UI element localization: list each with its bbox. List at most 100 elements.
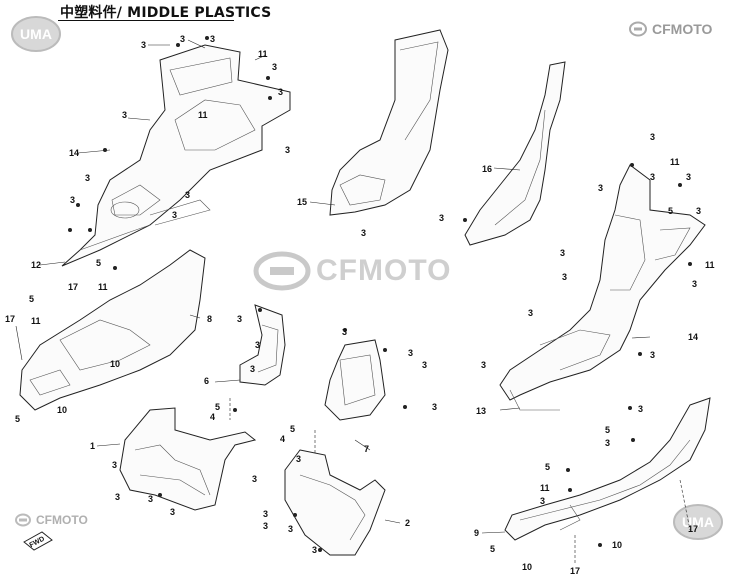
callout-14: 14 bbox=[69, 148, 79, 158]
callout-5: 5 bbox=[545, 462, 550, 472]
callout-3: 3 bbox=[148, 494, 153, 504]
callout-3: 3 bbox=[422, 360, 427, 370]
callout-3: 3 bbox=[172, 210, 177, 220]
callout-7: 7 bbox=[364, 444, 369, 454]
callout-5: 5 bbox=[215, 402, 220, 412]
callout-3: 3 bbox=[361, 228, 366, 238]
callout-3: 3 bbox=[70, 195, 75, 205]
uma-badge-top-text: UMA bbox=[20, 26, 52, 42]
part-13-side-panel bbox=[499, 164, 706, 411]
callout-4: 4 bbox=[210, 412, 215, 422]
callout-3: 3 bbox=[481, 360, 486, 370]
callout-11: 11 bbox=[670, 157, 680, 167]
callout-3: 3 bbox=[432, 402, 437, 412]
callout-3: 3 bbox=[185, 190, 190, 200]
callout-3: 3 bbox=[638, 404, 643, 414]
part-6-bracket bbox=[239, 304, 286, 386]
cfmoto-watermark: CFMOTO bbox=[316, 254, 452, 287]
callout-3: 3 bbox=[686, 172, 691, 182]
callout-3: 3 bbox=[692, 279, 697, 289]
callout-14: 14 bbox=[688, 332, 698, 342]
callout-3: 3 bbox=[528, 308, 533, 318]
cfmoto-watermark-icon bbox=[253, 251, 311, 291]
callout-3: 3 bbox=[312, 545, 317, 555]
callout-3: 3 bbox=[342, 327, 347, 337]
callout-11: 11 bbox=[198, 110, 208, 120]
callout-11: 11 bbox=[540, 483, 550, 493]
callout-16: 16 bbox=[482, 164, 492, 174]
callout-17: 17 bbox=[5, 314, 15, 324]
callout-17: 17 bbox=[570, 566, 580, 576]
callout-6: 6 bbox=[204, 376, 209, 386]
part-16-panel bbox=[464, 61, 566, 246]
callout-11: 11 bbox=[31, 316, 41, 326]
cfmoto-logo-bottom: CFMOTO bbox=[36, 513, 88, 527]
part-2-floor-panel bbox=[284, 449, 386, 556]
cfmoto-logo-top: CFMOTO bbox=[652, 21, 713, 37]
callout-3: 3 bbox=[85, 173, 90, 183]
cfmoto-ring-icon bbox=[629, 21, 647, 37]
callout-3: 3 bbox=[408, 348, 413, 358]
part-15-shroud bbox=[329, 29, 449, 216]
callout-3: 3 bbox=[272, 62, 277, 72]
uma-badge-top: UMA bbox=[11, 16, 61, 52]
callout-3: 3 bbox=[263, 509, 268, 519]
fastener-dots bbox=[68, 36, 692, 552]
callout-3: 3 bbox=[250, 364, 255, 374]
callout-8: 8 bbox=[207, 314, 212, 324]
callout-3: 3 bbox=[650, 350, 655, 360]
callout-3: 3 bbox=[112, 460, 117, 470]
callout-4: 4 bbox=[280, 434, 285, 444]
callout-3: 3 bbox=[650, 132, 655, 142]
callout-3: 3 bbox=[278, 87, 283, 97]
part-center-frame-cover bbox=[61, 44, 291, 267]
callout-3: 3 bbox=[288, 524, 293, 534]
callout-10: 10 bbox=[522, 562, 532, 572]
part-7-shield bbox=[324, 339, 386, 421]
callout-3: 3 bbox=[285, 145, 290, 155]
callout-3: 3 bbox=[170, 507, 175, 517]
callout-17: 17 bbox=[688, 524, 698, 534]
callout-2: 2 bbox=[405, 518, 410, 528]
callout-5: 5 bbox=[668, 206, 673, 216]
callout-1: 1 bbox=[90, 441, 95, 451]
callout-12: 12 bbox=[31, 260, 41, 270]
callout-5: 5 bbox=[605, 425, 610, 435]
callout-3: 3 bbox=[696, 206, 701, 216]
callout-3: 3 bbox=[141, 40, 146, 50]
callout-3: 3 bbox=[255, 340, 260, 350]
cfmoto-ring-icon-small bbox=[15, 513, 31, 527]
callout-10: 10 bbox=[110, 359, 120, 369]
callout-3: 3 bbox=[439, 213, 444, 223]
fwd-arrow-icon: FWD bbox=[23, 531, 53, 551]
callout-3: 3 bbox=[252, 474, 257, 484]
callout-13: 13 bbox=[476, 406, 486, 416]
callout-3: 3 bbox=[237, 314, 242, 324]
callout-3: 3 bbox=[650, 172, 655, 182]
uma-badge-bottom-text: UMA bbox=[682, 514, 714, 530]
page-title: 中塑料件/ MIDDLE PLASTICS bbox=[60, 5, 272, 21]
callout-3: 3 bbox=[263, 521, 268, 531]
callout-5: 5 bbox=[96, 258, 101, 268]
callout-3: 3 bbox=[560, 248, 565, 258]
part-1-floor-panel bbox=[119, 407, 257, 511]
callout-5: 5 bbox=[290, 424, 295, 434]
callout-3: 3 bbox=[115, 492, 120, 502]
callout-10: 10 bbox=[57, 405, 67, 415]
callout-11: 11 bbox=[258, 49, 268, 59]
part-8-side-panel bbox=[19, 249, 206, 411]
callout-3: 3 bbox=[540, 496, 545, 506]
callout-10: 10 bbox=[612, 540, 622, 550]
callout-5: 5 bbox=[490, 544, 495, 554]
callout-5: 5 bbox=[29, 294, 34, 304]
callout-5: 5 bbox=[15, 414, 20, 424]
callout-3: 3 bbox=[605, 438, 610, 448]
callout-11: 11 bbox=[98, 282, 108, 292]
leader-lines bbox=[15, 39, 691, 565]
callout-3: 3 bbox=[598, 183, 603, 193]
callout-3: 3 bbox=[122, 110, 127, 120]
callout-9: 9 bbox=[474, 528, 479, 538]
callout-3: 3 bbox=[210, 34, 215, 44]
